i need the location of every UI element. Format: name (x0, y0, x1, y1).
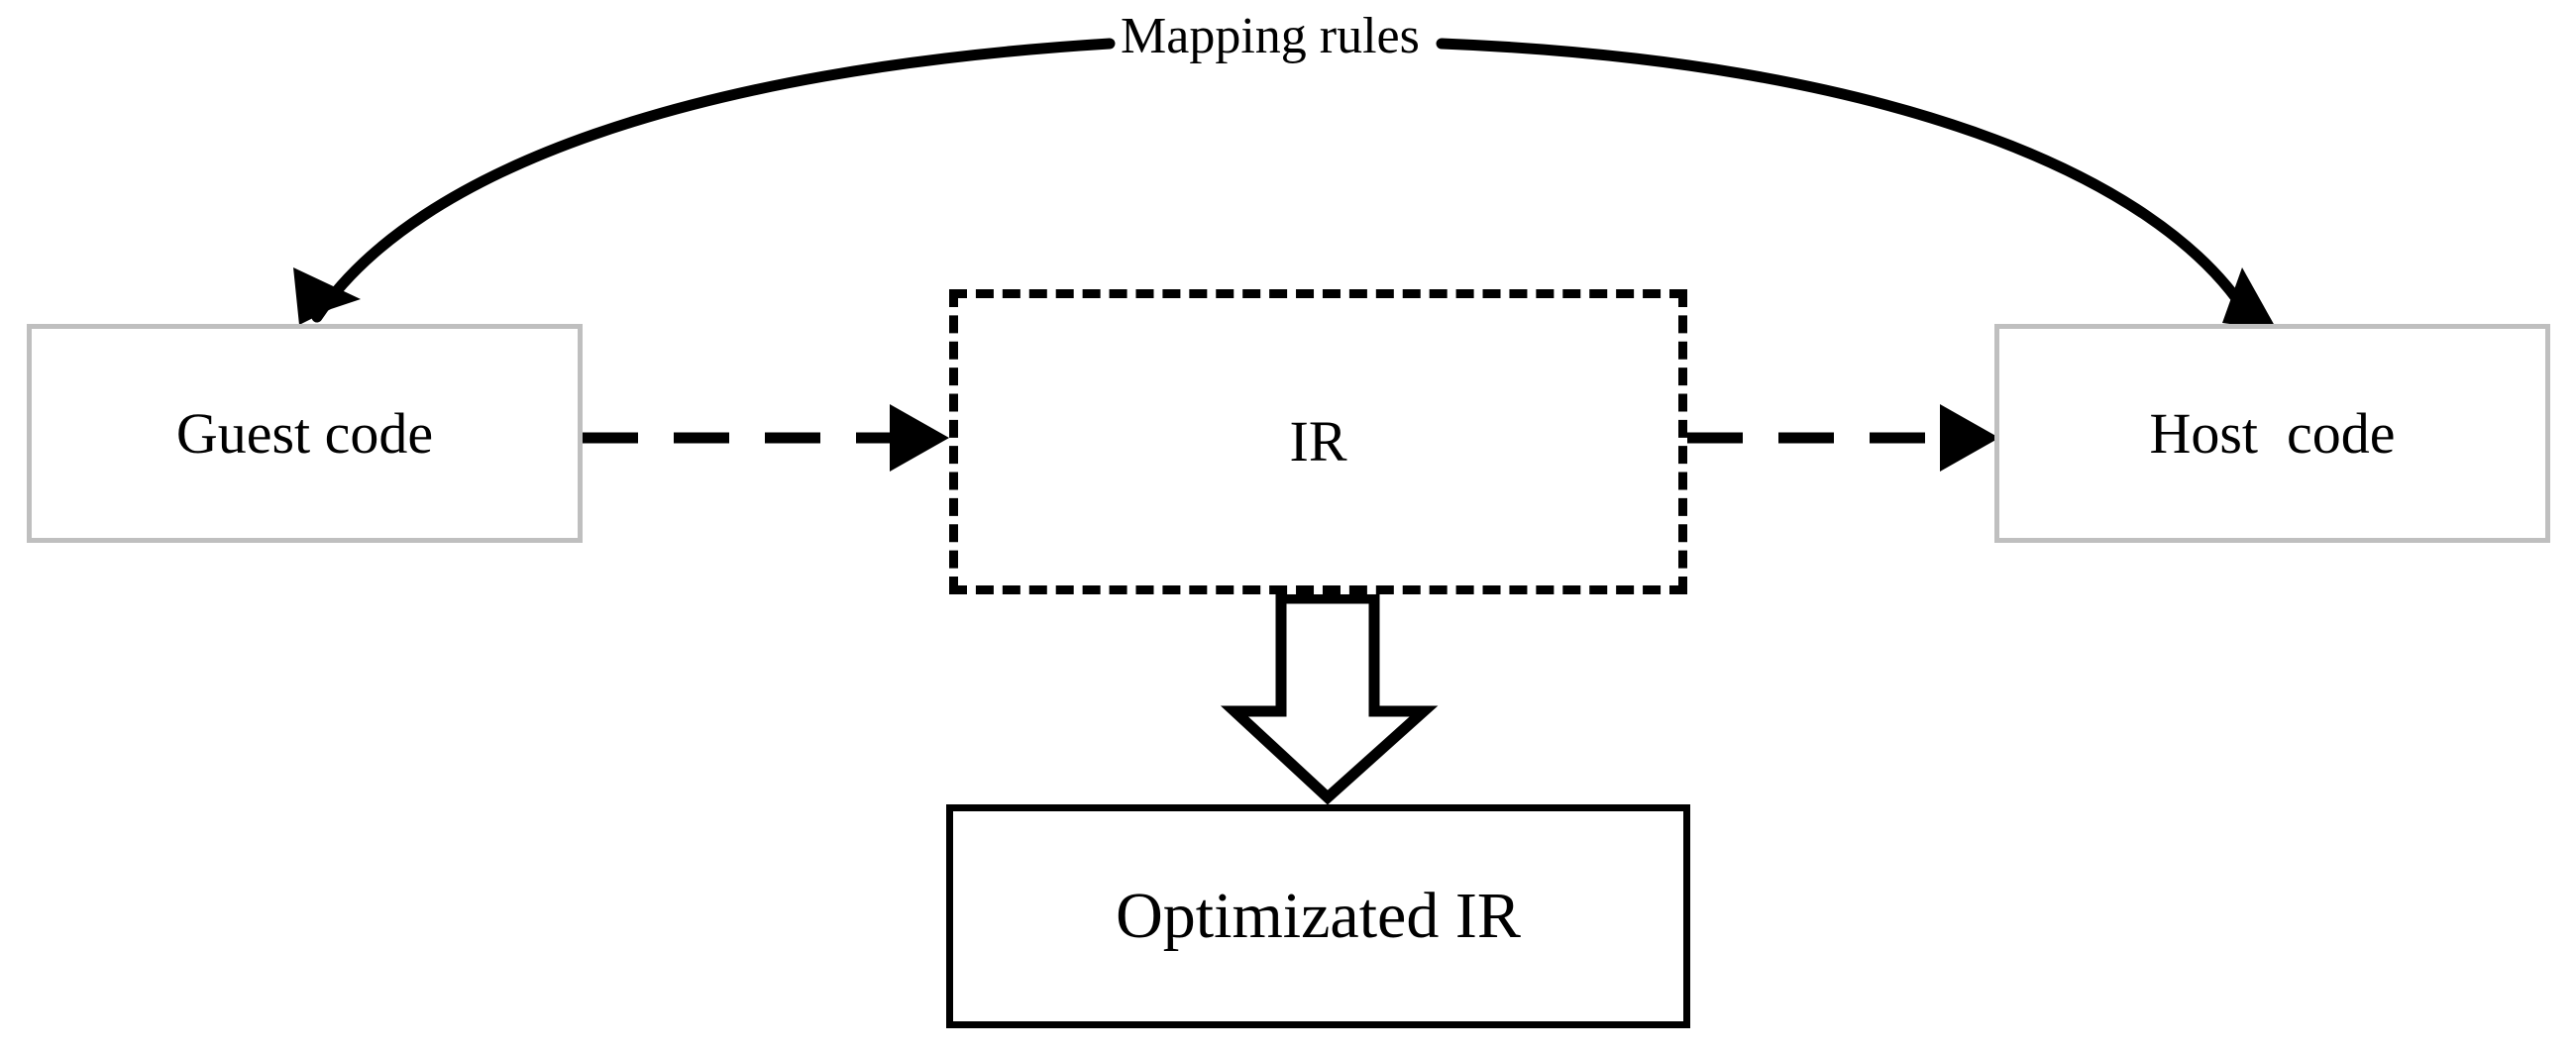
mapping-rules-arrowhead-right (2222, 267, 2275, 327)
mapping-rules-arc-label: Mapping rules (1117, 9, 1424, 64)
edge-ir-to-host-arrowhead (1940, 404, 1999, 472)
edge-ir-to-optimized-ir (1220, 592, 1439, 805)
mapping-rules-arc-line-left (311, 38, 1116, 323)
mapping-rules-arrowhead-left (293, 267, 361, 325)
node-optimized-ir-label: Optimizated IR (1116, 880, 1521, 952)
node-guest-code-label: Guest code (175, 400, 434, 466)
node-ir-label: IR (1289, 409, 1347, 474)
block-arrow-down-icon (1220, 592, 1439, 805)
node-host-code[interactable]: Host code (1994, 324, 2550, 543)
edge-guest-to-ir-arrowhead (890, 404, 949, 472)
mapping-rules-arc-line-right (1436, 38, 2255, 323)
edge-ir-to-host (1687, 404, 1999, 472)
node-optimized-ir[interactable]: Optimizated IR (946, 804, 1690, 1028)
node-host-code-label: Host code (2149, 400, 2396, 466)
node-ir[interactable]: IR (949, 289, 1687, 594)
mapping-rules-arc (293, 38, 2275, 327)
edge-guest-to-ir (583, 404, 949, 472)
node-guest-code[interactable]: Guest code (27, 324, 583, 543)
